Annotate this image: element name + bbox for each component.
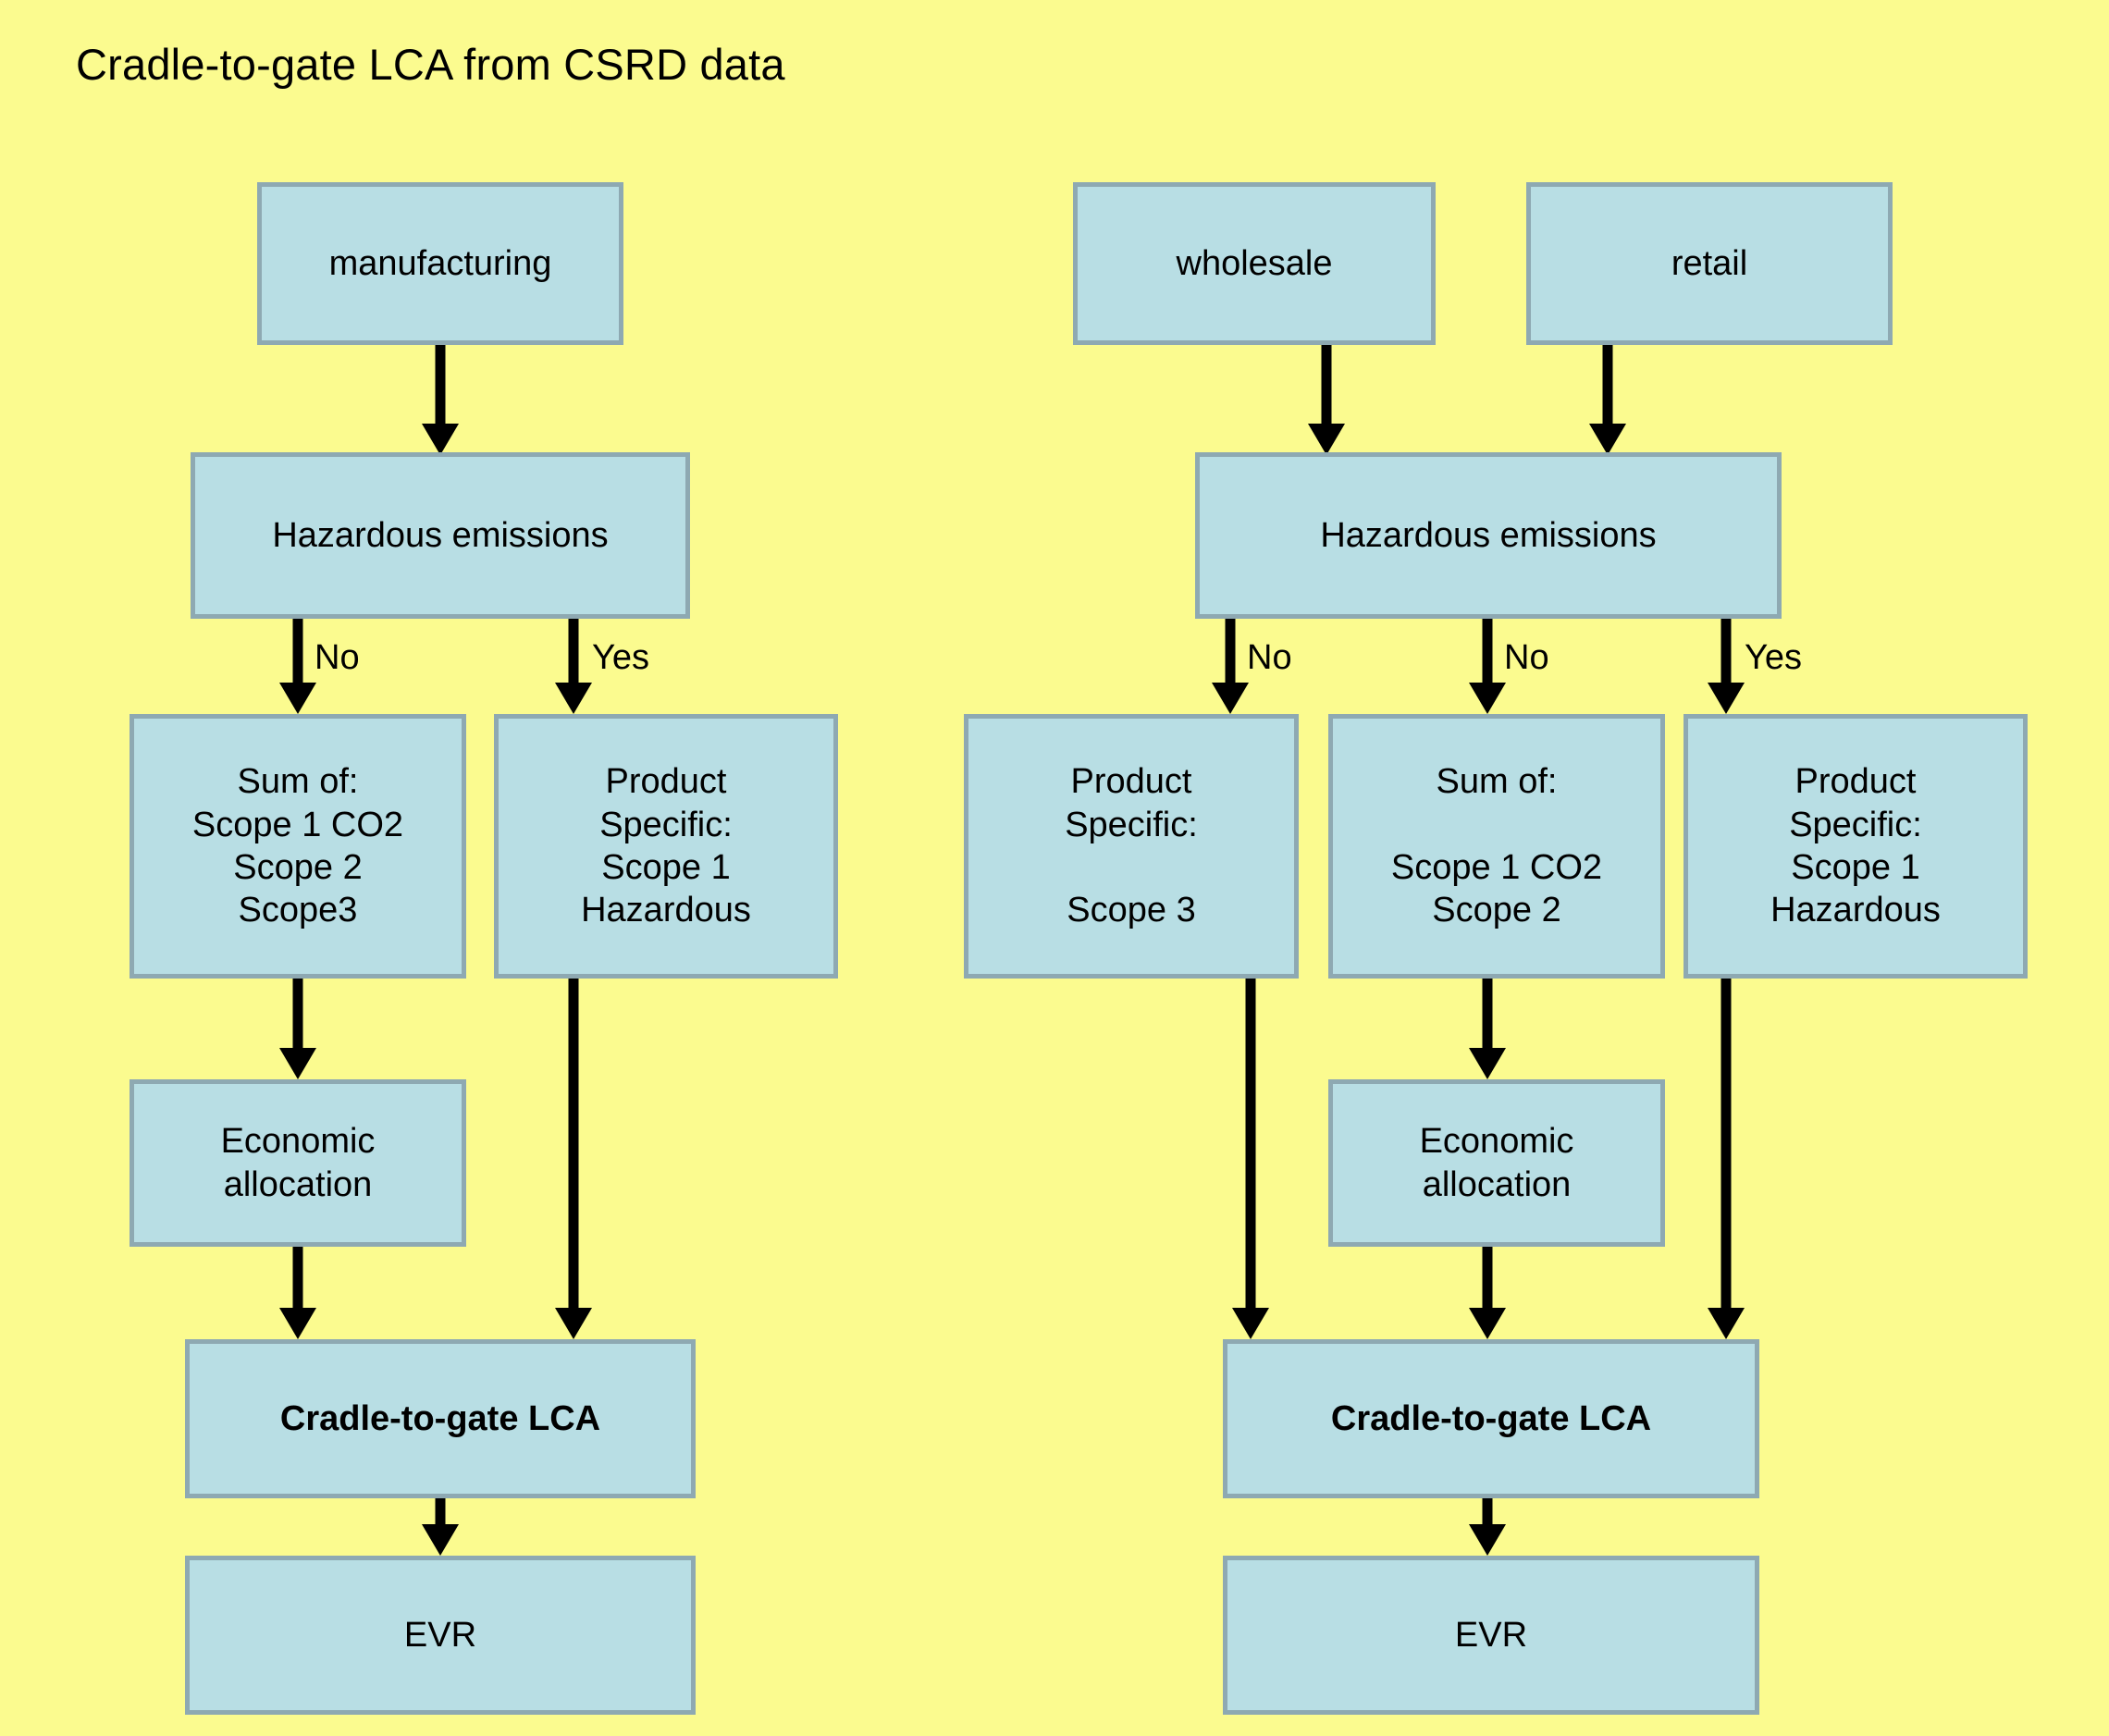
node-line-3: Scope 2 xyxy=(233,848,363,887)
node-sum-of-left[interactable]: Sum of: Scope 1 CO2 Scope 2 Scope3 xyxy=(130,714,466,979)
node-line-1: Economic xyxy=(220,1122,376,1162)
page-title: Cradle-to-gate LCA from CSRD data xyxy=(76,40,785,89)
node-cradle-to-gate-lca-right[interactable]: Cradle-to-gate LCA xyxy=(1223,1339,1759,1498)
node-label: EVR xyxy=(1454,1615,1528,1655)
node-evr-right[interactable]: EVR xyxy=(1223,1556,1759,1715)
edge-label-right-yes: Yes xyxy=(1745,638,1802,677)
node-product-specific-left[interactable]: Product Specific: Scope 1 Hazardous xyxy=(494,714,838,979)
edge-label-right-no-1: No xyxy=(1247,638,1292,677)
node-line-3 xyxy=(1127,846,1137,889)
node-label: Hazardous emissions xyxy=(1320,515,1657,555)
node-label: Cradle-to-gate LCA xyxy=(1330,1398,1652,1438)
node-line-2: Specific: xyxy=(1789,805,1922,844)
node-retail[interactable]: retail xyxy=(1526,182,1893,345)
node-line-1: Economic xyxy=(1419,1122,1574,1162)
node-hazardous-emissions-left[interactable]: Hazardous emissions xyxy=(191,452,690,619)
node-line-2: allocation xyxy=(1422,1164,1572,1204)
node-label: Hazardous emissions xyxy=(272,515,609,555)
node-line-2: allocation xyxy=(223,1164,373,1204)
node-product-specific-hazardous-right[interactable]: Product Specific: Scope 1 Hazardous xyxy=(1684,714,2028,979)
edge-label-right-no-2: No xyxy=(1504,638,1549,677)
node-hazardous-emissions-right[interactable]: Hazardous emissions xyxy=(1195,452,1782,619)
edge-label-left-yes: Yes xyxy=(592,638,649,677)
node-line-3: Scope 1 xyxy=(601,848,731,887)
node-line-1: Sum of: xyxy=(237,762,359,802)
node-line-4: Scope3 xyxy=(238,891,358,930)
node-economic-allocation-left[interactable]: Economic allocation xyxy=(130,1079,466,1247)
node-evr-left[interactable]: EVR xyxy=(185,1556,696,1715)
node-line-4: Scope 2 xyxy=(1432,891,1561,930)
node-manufacturing[interactable]: manufacturing xyxy=(257,182,623,345)
node-label: manufacturing xyxy=(328,243,552,283)
node-wholesale[interactable]: wholesale xyxy=(1073,182,1436,345)
node-cradle-to-gate-lca-left[interactable]: Cradle-to-gate LCA xyxy=(185,1339,696,1498)
node-line-3: Scope 1 CO2 xyxy=(1390,848,1603,887)
edge-label-left-no: No xyxy=(314,638,360,677)
node-label: EVR xyxy=(403,1615,477,1655)
node-label: retail xyxy=(1671,243,1748,283)
node-label: Cradle-to-gate LCA xyxy=(279,1398,601,1438)
node-line-2: Specific: xyxy=(599,805,733,844)
node-line-2: Scope 1 CO2 xyxy=(191,805,404,844)
node-sum-of-right[interactable]: Sum of: Scope 1 CO2 Scope 2 xyxy=(1328,714,1665,979)
node-product-specific-scope3-right[interactable]: Product Specific: Scope 3 xyxy=(964,714,1299,979)
node-line-1: Sum of: xyxy=(1436,762,1558,802)
node-line-3: Scope 1 xyxy=(1791,848,1920,887)
node-line-1: Product xyxy=(1794,762,1917,802)
node-line-4: Hazardous xyxy=(1770,891,1941,930)
node-line-2: Specific: xyxy=(1065,805,1198,844)
node-economic-allocation-right[interactable]: Economic allocation xyxy=(1328,1079,1665,1247)
node-line-4: Scope 3 xyxy=(1067,891,1196,930)
node-line-1: Product xyxy=(605,762,727,802)
node-label: wholesale xyxy=(1176,243,1333,283)
node-line-4: Hazardous xyxy=(581,891,751,930)
node-line-1: Product xyxy=(1070,762,1192,802)
node-line-2 xyxy=(1492,804,1502,846)
